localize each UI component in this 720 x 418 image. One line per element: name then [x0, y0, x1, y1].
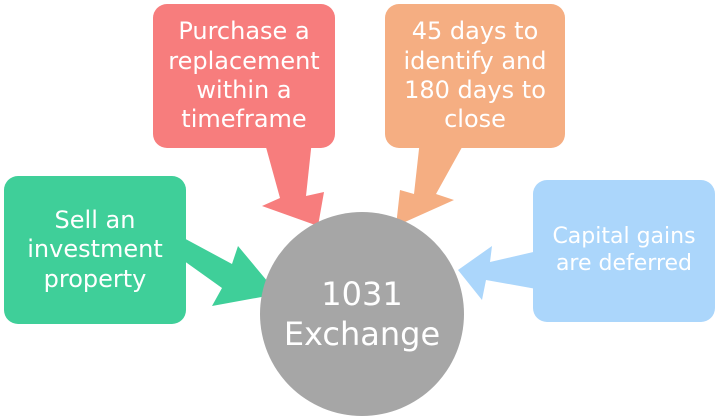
- arrow-top-left: [262, 140, 324, 226]
- box-purchase-replacement: Purchase a replacement within a timefram…: [153, 4, 335, 148]
- arrow-right: [458, 246, 542, 300]
- arrow-top-right: [396, 140, 466, 226]
- center-exchange-circle: 1031 Exchange: [260, 212, 464, 416]
- box-timeframe-days: 45 days to identify and 180 days to clos…: [385, 4, 565, 148]
- box-sell-property: Sell an investment property: [4, 176, 186, 324]
- box-capital-gains: Capital gains are deferred: [533, 180, 715, 322]
- arrow-left: [180, 236, 278, 306]
